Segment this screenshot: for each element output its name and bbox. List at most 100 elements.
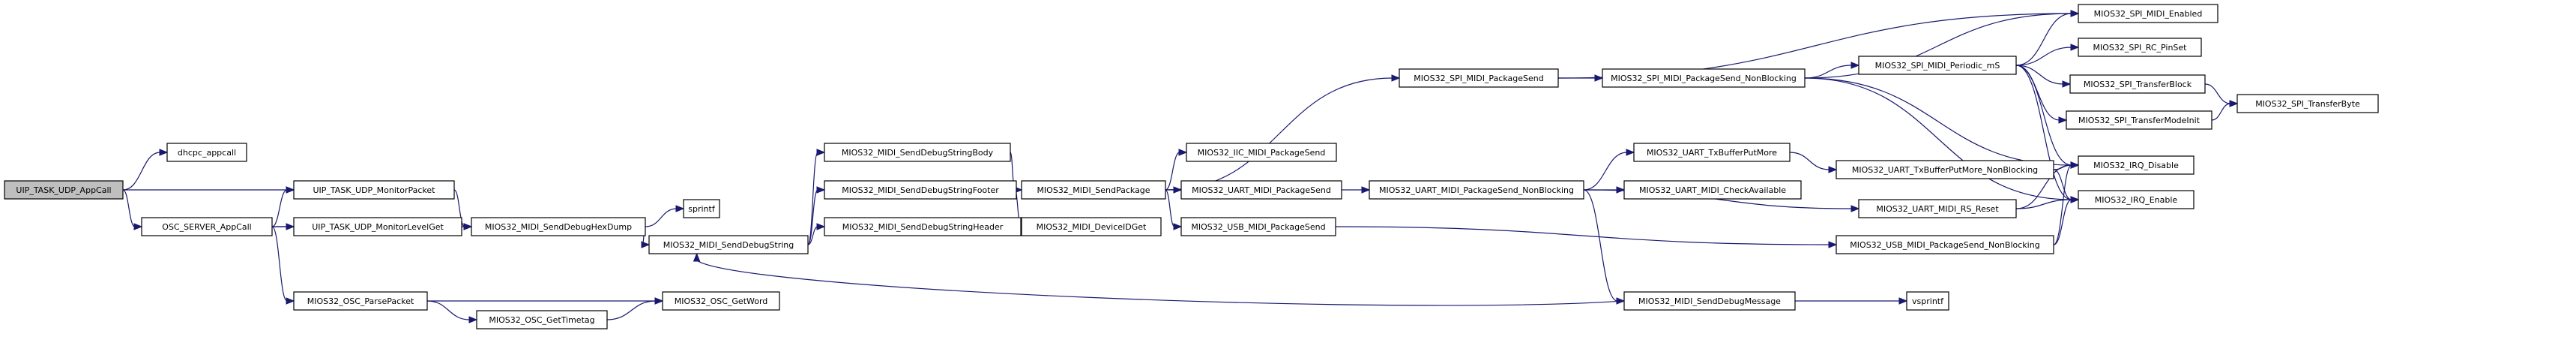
node-uip-monitorlevelget[interactable]: UIP_TASK_UDP_MonitorLevelGet (293, 217, 462, 236)
node-spi-midi-packagesend[interactable]: MIOS32_SPI_MIDI_PackageSend (1399, 68, 1559, 88)
edge-uart_midi_packagesend_nb-to-uart_txbufferputmore (1583, 152, 1628, 191)
node-label: MIOS32_SPI_TransferByte (2255, 99, 2360, 109)
node-uart-txbufferputmore-nb[interactable]: MIOS32_UART_TxBufferPutMore_NonBlocking (1836, 160, 2054, 179)
node-box (824, 143, 1011, 162)
node-box (662, 291, 780, 311)
arrowhead-midi_sendpackage-to-spi_midi_packagesend (1391, 74, 1401, 82)
node-spi-transferblock[interactable]: MIOS32_SPI_TransferBlock (2069, 74, 2206, 94)
edge-spi_midi_packagesend_nb-to-irq_disable (1804, 77, 2072, 166)
node-uip-monitorpacket[interactable]: UIP_TASK_UDP_MonitorPacket (293, 180, 455, 200)
arrowhead-osc_gettimetag-to-osc_getword (654, 297, 664, 305)
node-midi-sendpackage[interactable]: MIOS32_MIDI_SendPackage (1021, 180, 1166, 200)
node-box (1858, 56, 2017, 75)
arrowhead-uip_appcall-to-dhcpc_appcall (159, 149, 169, 156)
node-box (1858, 199, 2017, 218)
node-box (1623, 291, 1796, 311)
arrowhead-midi_senddebughexdump-to-sprintf (675, 205, 685, 212)
arrowhead-usb_midi_packagesend_nb-to-irq_disable (2070, 161, 2080, 169)
node-box (2078, 155, 2195, 175)
node-midi-deviceidget[interactable]: MIOS32_MIDI_DeviceIDGet (1021, 217, 1162, 236)
arrowhead-spi_midi_periodic_ms-to-spi_midi_enabled (2070, 10, 2080, 17)
node-sprintf[interactable]: sprintf (683, 199, 720, 218)
arrowhead-midi_senddebugmessage-to-vsprintf (1898, 297, 1908, 305)
arrowhead-usb_midi_packagesend_nb-to-irq_enable (2070, 196, 2080, 203)
node-label: MIOS32_MIDI_SendDebugHexDump (485, 222, 632, 232)
edge-spi_transferblock-to-spi_transferbyte (2204, 83, 2231, 104)
arrowhead-uip_appcall-to-osc_appcall (133, 223, 143, 230)
arrowhead-midi_senddebugstring-to-midi_senddebugstringbody (816, 149, 826, 156)
node-label: MIOS32_UART_MIDI_PackageSend (1192, 185, 1331, 195)
node-label: UIP_TASK_UDP_MonitorLevelGet (312, 222, 444, 232)
node-spi-midi-enabled[interactable]: MIOS32_SPI_MIDI_Enabled (2078, 4, 2218, 23)
node-box (2069, 74, 2206, 94)
node-osc-parsepacket[interactable]: MIOS32_OSC_ParsePacket (293, 291, 428, 311)
node-irq-disable[interactable]: MIOS32_IRQ_Disable (2078, 155, 2195, 175)
node-irq-enable[interactable]: MIOS32_IRQ_Enable (2078, 190, 2195, 209)
node-label: OSC_SERVER_AppCall (162, 222, 251, 232)
node-label: MIOS32_UART_MIDI_CheckAvailable (1639, 185, 1786, 195)
node-box (2236, 94, 2379, 113)
node-box (293, 291, 428, 311)
node-midi-senddebugstringfooter[interactable]: MIOS32_MIDI_SendDebugStringFooter (824, 180, 1017, 200)
node-iic-midi-packagesend[interactable]: MIOS32_IIC_MIDI_PackageSend (1186, 143, 1337, 162)
edge-osc_parsepacket-to-osc_gettimetag (426, 300, 471, 320)
node-osc-appcall[interactable]: OSC_SERVER_AppCall (141, 217, 273, 236)
arrowhead-spi_transfermodeinit-to-spi_transferbyte (2229, 100, 2239, 107)
node-midi-senddebugstring[interactable]: MIOS32_MIDI_SendDebugString (648, 235, 809, 254)
node-label: MIOS32_SPI_MIDI_PackageSend (1414, 74, 1543, 83)
arrowhead-spi_midi_packagesend_nb-to-spi_midi_periodic_ms (1850, 62, 1860, 69)
edge-osc_appcall-to-uip_monitorpacket (271, 189, 288, 227)
arrowhead-midi_senddebughexdump-to-midi_senddebugstring (641, 241, 651, 248)
edge-midi_senddebugstring-to-midi_senddebugstringbody (807, 152, 818, 245)
node-label: MIOS32_UART_TxBufferPutMore_NonBlocking (1852, 165, 2038, 175)
node-usb-midi-packagesend[interactable]: MIOS32_USB_MIDI_PackageSend (1180, 217, 1336, 236)
edge-midi_sendpackage-to-iic_midi_packagesend (1165, 152, 1180, 191)
node-label: MIOS32_IRQ_Disable (2093, 161, 2179, 170)
arrowhead-usb_midi_packagesend-to-usb_midi_packagesend_nb (1828, 241, 1838, 248)
edge-uart_midi_packagesend_nb-to-midi_senddebugmessage (1583, 189, 1618, 302)
node-uart-midi-checkavailable[interactable]: MIOS32_UART_MIDI_CheckAvailable (1623, 180, 1802, 200)
node-box (293, 217, 462, 236)
edge-midi_senddebugmessage-to-midi_senddebugstring (696, 260, 1625, 306)
node-layer: UIP_TASK_UDP_AppCall dhcpc_appcallUIP_TAS… (4, 4, 2379, 329)
node-box (824, 217, 1022, 236)
arrowhead-midi_senddebugmessage-to-midi_senddebugstring (693, 252, 701, 262)
node-vsprintf[interactable]: vsprintf (1906, 291, 1949, 311)
node-uip-appcall[interactable]: UIP_TASK_UDP_AppCall (4, 180, 124, 200)
node-uart-midi-rs-reset[interactable]: MIOS32_UART_MIDI_RS_Reset (1858, 199, 2017, 218)
edge-usb_midi_packagesend_nb-to-irq_enable (2053, 199, 2072, 245)
node-label: MIOS32_MIDI_SendDebugStringBody (842, 148, 994, 158)
edge-uart_midi_rs_reset-to-irq_enable (2015, 199, 2072, 209)
arrowhead-osc_appcall-to-osc_parsepacket (286, 297, 295, 305)
node-label: MIOS32_USB_MIDI_PackageSend (1191, 222, 1325, 232)
node-spi-midi-packagesend-nb[interactable]: MIOS32_SPI_MIDI_PackageSend_NonBlocking (1602, 68, 1806, 88)
node-midi-senddebugstringbody[interactable]: MIOS32_MIDI_SendDebugStringBody (824, 143, 1011, 162)
node-dhcpc-appcall[interactable]: dhcpc_appcall (166, 143, 247, 162)
node-box (1186, 143, 1337, 162)
node-box (2078, 190, 2195, 209)
node-spi-transfermodeinit[interactable]: MIOS32_SPI_TransferModeInit (2066, 110, 2212, 130)
node-spi-transferbyte[interactable]: MIOS32_SPI_TransferByte (2236, 94, 2379, 113)
node-uart-txbufferputmore[interactable]: MIOS32_UART_TxBufferPutMore (1633, 143, 1791, 162)
node-label: UIP_TASK_UDP_MonitorPacket (313, 185, 436, 195)
node-uart-midi-packagesend[interactable]: MIOS32_UART_MIDI_PackageSend (1180, 180, 1342, 200)
edge-midi_sendpackage-to-usb_midi_packagesend (1165, 189, 1175, 227)
node-osc-gettimetag[interactable]: MIOS32_OSC_GetTimetag (476, 310, 608, 329)
node-uart-midi-packagesend-nb[interactable]: MIOS32_UART_MIDI_PackageSend_NonBlocking (1369, 180, 1584, 200)
node-label: MIOS32_MIDI_SendPackage (1037, 185, 1150, 195)
node-spi-midi-periodic-ms[interactable]: MIOS32_SPI_MIDI_Periodic_mS (1858, 56, 2017, 75)
node-midi-senddebughexdump[interactable]: MIOS32_MIDI_SendDebugHexDump (471, 217, 646, 236)
edge-osc_gettimetag-to-osc_getword (606, 300, 657, 320)
node-midi-senddebugmessage[interactable]: MIOS32_MIDI_SendDebugMessage (1623, 291, 1796, 311)
node-spi-rc-pinset[interactable]: MIOS32_SPI_RC_PinSet (2078, 38, 2202, 57)
node-box (1633, 143, 1791, 162)
node-midi-senddebugstringheader[interactable]: MIOS32_MIDI_SendDebugStringHeader (824, 217, 1022, 236)
node-label: UIP_TASK_UDP_AppCall (16, 185, 111, 195)
arrowhead-osc_appcall-to-uip_monitorpacket (286, 186, 295, 194)
arrowhead-uart_midi_packagesend-to-uart_midi_packagesend_nb (1361, 186, 1371, 194)
node-label: MIOS32_OSC_ParsePacket (307, 296, 414, 306)
node-osc-getword[interactable]: MIOS32_OSC_GetWord (662, 291, 780, 311)
arrowhead-osc_appcall-to-midi_senddebughexdump (463, 223, 473, 230)
node-usb-midi-packagesend-nb[interactable]: MIOS32_USB_MIDI_PackageSend_NonBlocking (1836, 235, 2054, 254)
